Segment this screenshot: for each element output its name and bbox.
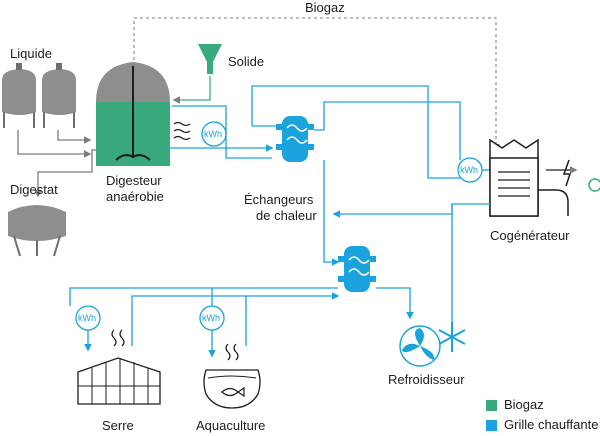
- kwh-label-digester: kWh: [204, 129, 222, 139]
- heating-line-cog-return: [332, 203, 490, 218]
- aquaculture-label: Aquaculture: [196, 418, 266, 433]
- heat-exchanger-icon: [276, 116, 314, 162]
- solid-hopper-icon: [198, 44, 222, 74]
- legend-biogas-label: Biogaz: [504, 397, 544, 412]
- heating-line-ex1-to-cog: [314, 101, 461, 160]
- exchangers-label-line2: de chaleur: [256, 208, 317, 223]
- heating-line-to-ex2: [323, 160, 340, 266]
- digestate-label: Digestat: [10, 182, 58, 197]
- heating-line-distribution: [69, 287, 338, 306]
- kwh-label-serre: kWh: [78, 313, 96, 323]
- heating-line-digester-return: [172, 105, 227, 134]
- legend-heating-label: Grille chauffante: [504, 417, 599, 432]
- liquid-tank-icon: [2, 63, 76, 128]
- liquid-feed-line: [17, 130, 92, 158]
- cooler-label: Refroidisseur: [388, 372, 465, 387]
- cogenerator-icon: [489, 138, 569, 217]
- electricity-icon: [546, 159, 578, 187]
- greenhouse-icon: [77, 329, 161, 405]
- biogas-line-label: Biogaz: [305, 0, 345, 15]
- digestate-tank-icon: [8, 205, 66, 257]
- cogenerator-label: Cogénérateur: [490, 228, 570, 243]
- solid-feed-line: [172, 76, 211, 104]
- kwh-label-aqua: kWh: [202, 313, 220, 323]
- heat-waves: [173, 121, 191, 141]
- heating-line-digester-in: [225, 134, 272, 159]
- biogas-line: [133, 17, 500, 152]
- legend-heating-swatch: [486, 420, 497, 431]
- heat-exchanger-icon-2: [338, 246, 376, 292]
- digester-label-line2: anaérobie: [106, 189, 164, 204]
- heating-line-return-dist: [131, 292, 340, 346]
- cooler-fan-icon: [399, 325, 441, 367]
- lightbulb-icon: [588, 178, 600, 192]
- digester-icon: [96, 62, 170, 166]
- exchangers-label-line1: Échangeurs: [244, 192, 314, 207]
- snowflake-icon: [438, 322, 466, 352]
- fishbowl-icon: [203, 343, 261, 409]
- greenhouse-label: Serre: [102, 418, 134, 433]
- liquid-feed-line-2: [57, 130, 92, 144]
- liquid-label: Liquide: [10, 46, 52, 61]
- solid-label: Solide: [228, 54, 265, 69]
- legend-biogas-swatch: [486, 400, 497, 411]
- kwh-label-cogen: kWh: [460, 165, 478, 175]
- heating-line-ex2-to-cooler: [376, 287, 414, 320]
- digester-label-line1: Digesteur: [106, 173, 162, 188]
- digestate-line: [34, 149, 96, 198]
